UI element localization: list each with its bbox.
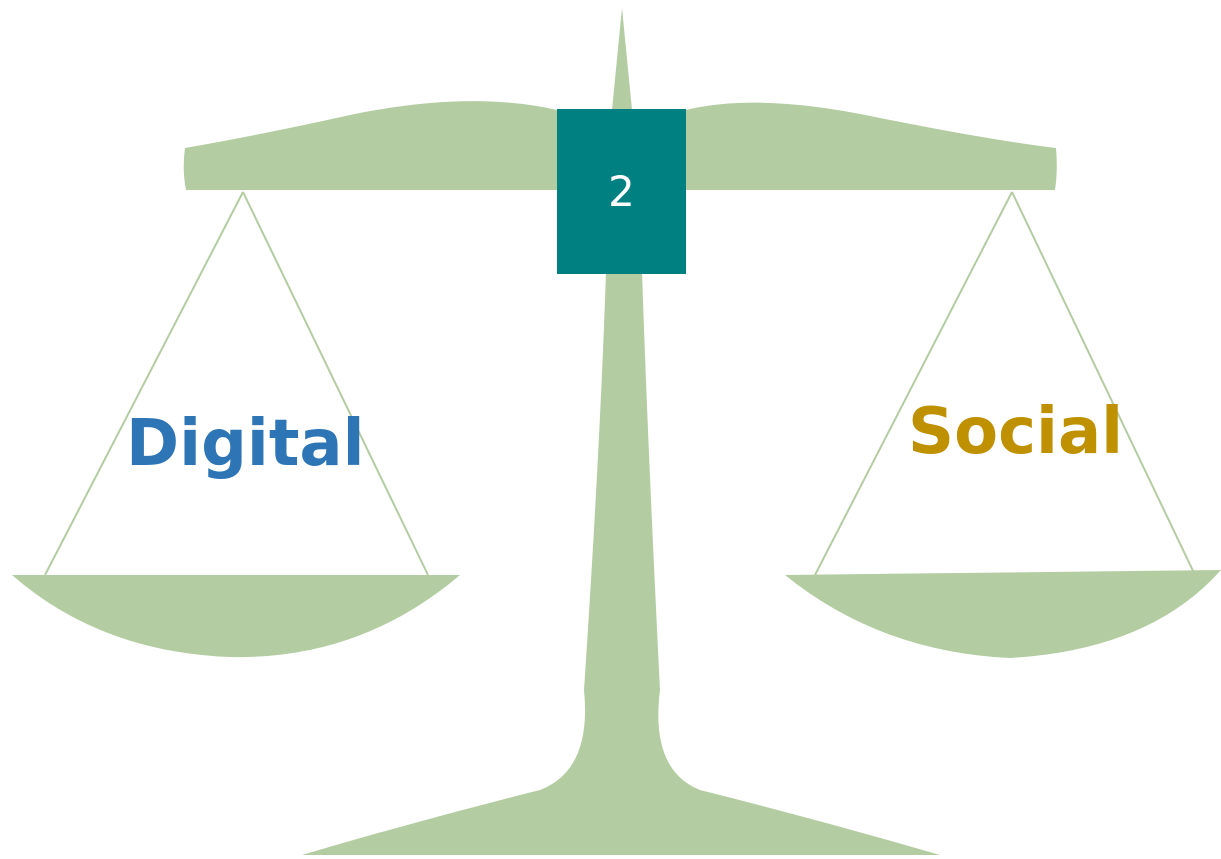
scale-column — [302, 272, 940, 855]
left-pan-string-left — [44, 191, 244, 576]
scale-spike — [612, 8, 632, 110]
left-pan-string-right — [242, 191, 429, 576]
left-pan-label: Digital — [126, 407, 365, 481]
right-pan-label: Social — [908, 395, 1124, 469]
number-badge-text: 2 — [608, 167, 635, 216]
right-pan-string-right — [1011, 191, 1196, 576]
left-pan — [12, 575, 460, 658]
right-pan-string-left — [814, 191, 1013, 576]
right-pan — [785, 570, 1221, 658]
number-badge: 2 — [557, 109, 686, 274]
